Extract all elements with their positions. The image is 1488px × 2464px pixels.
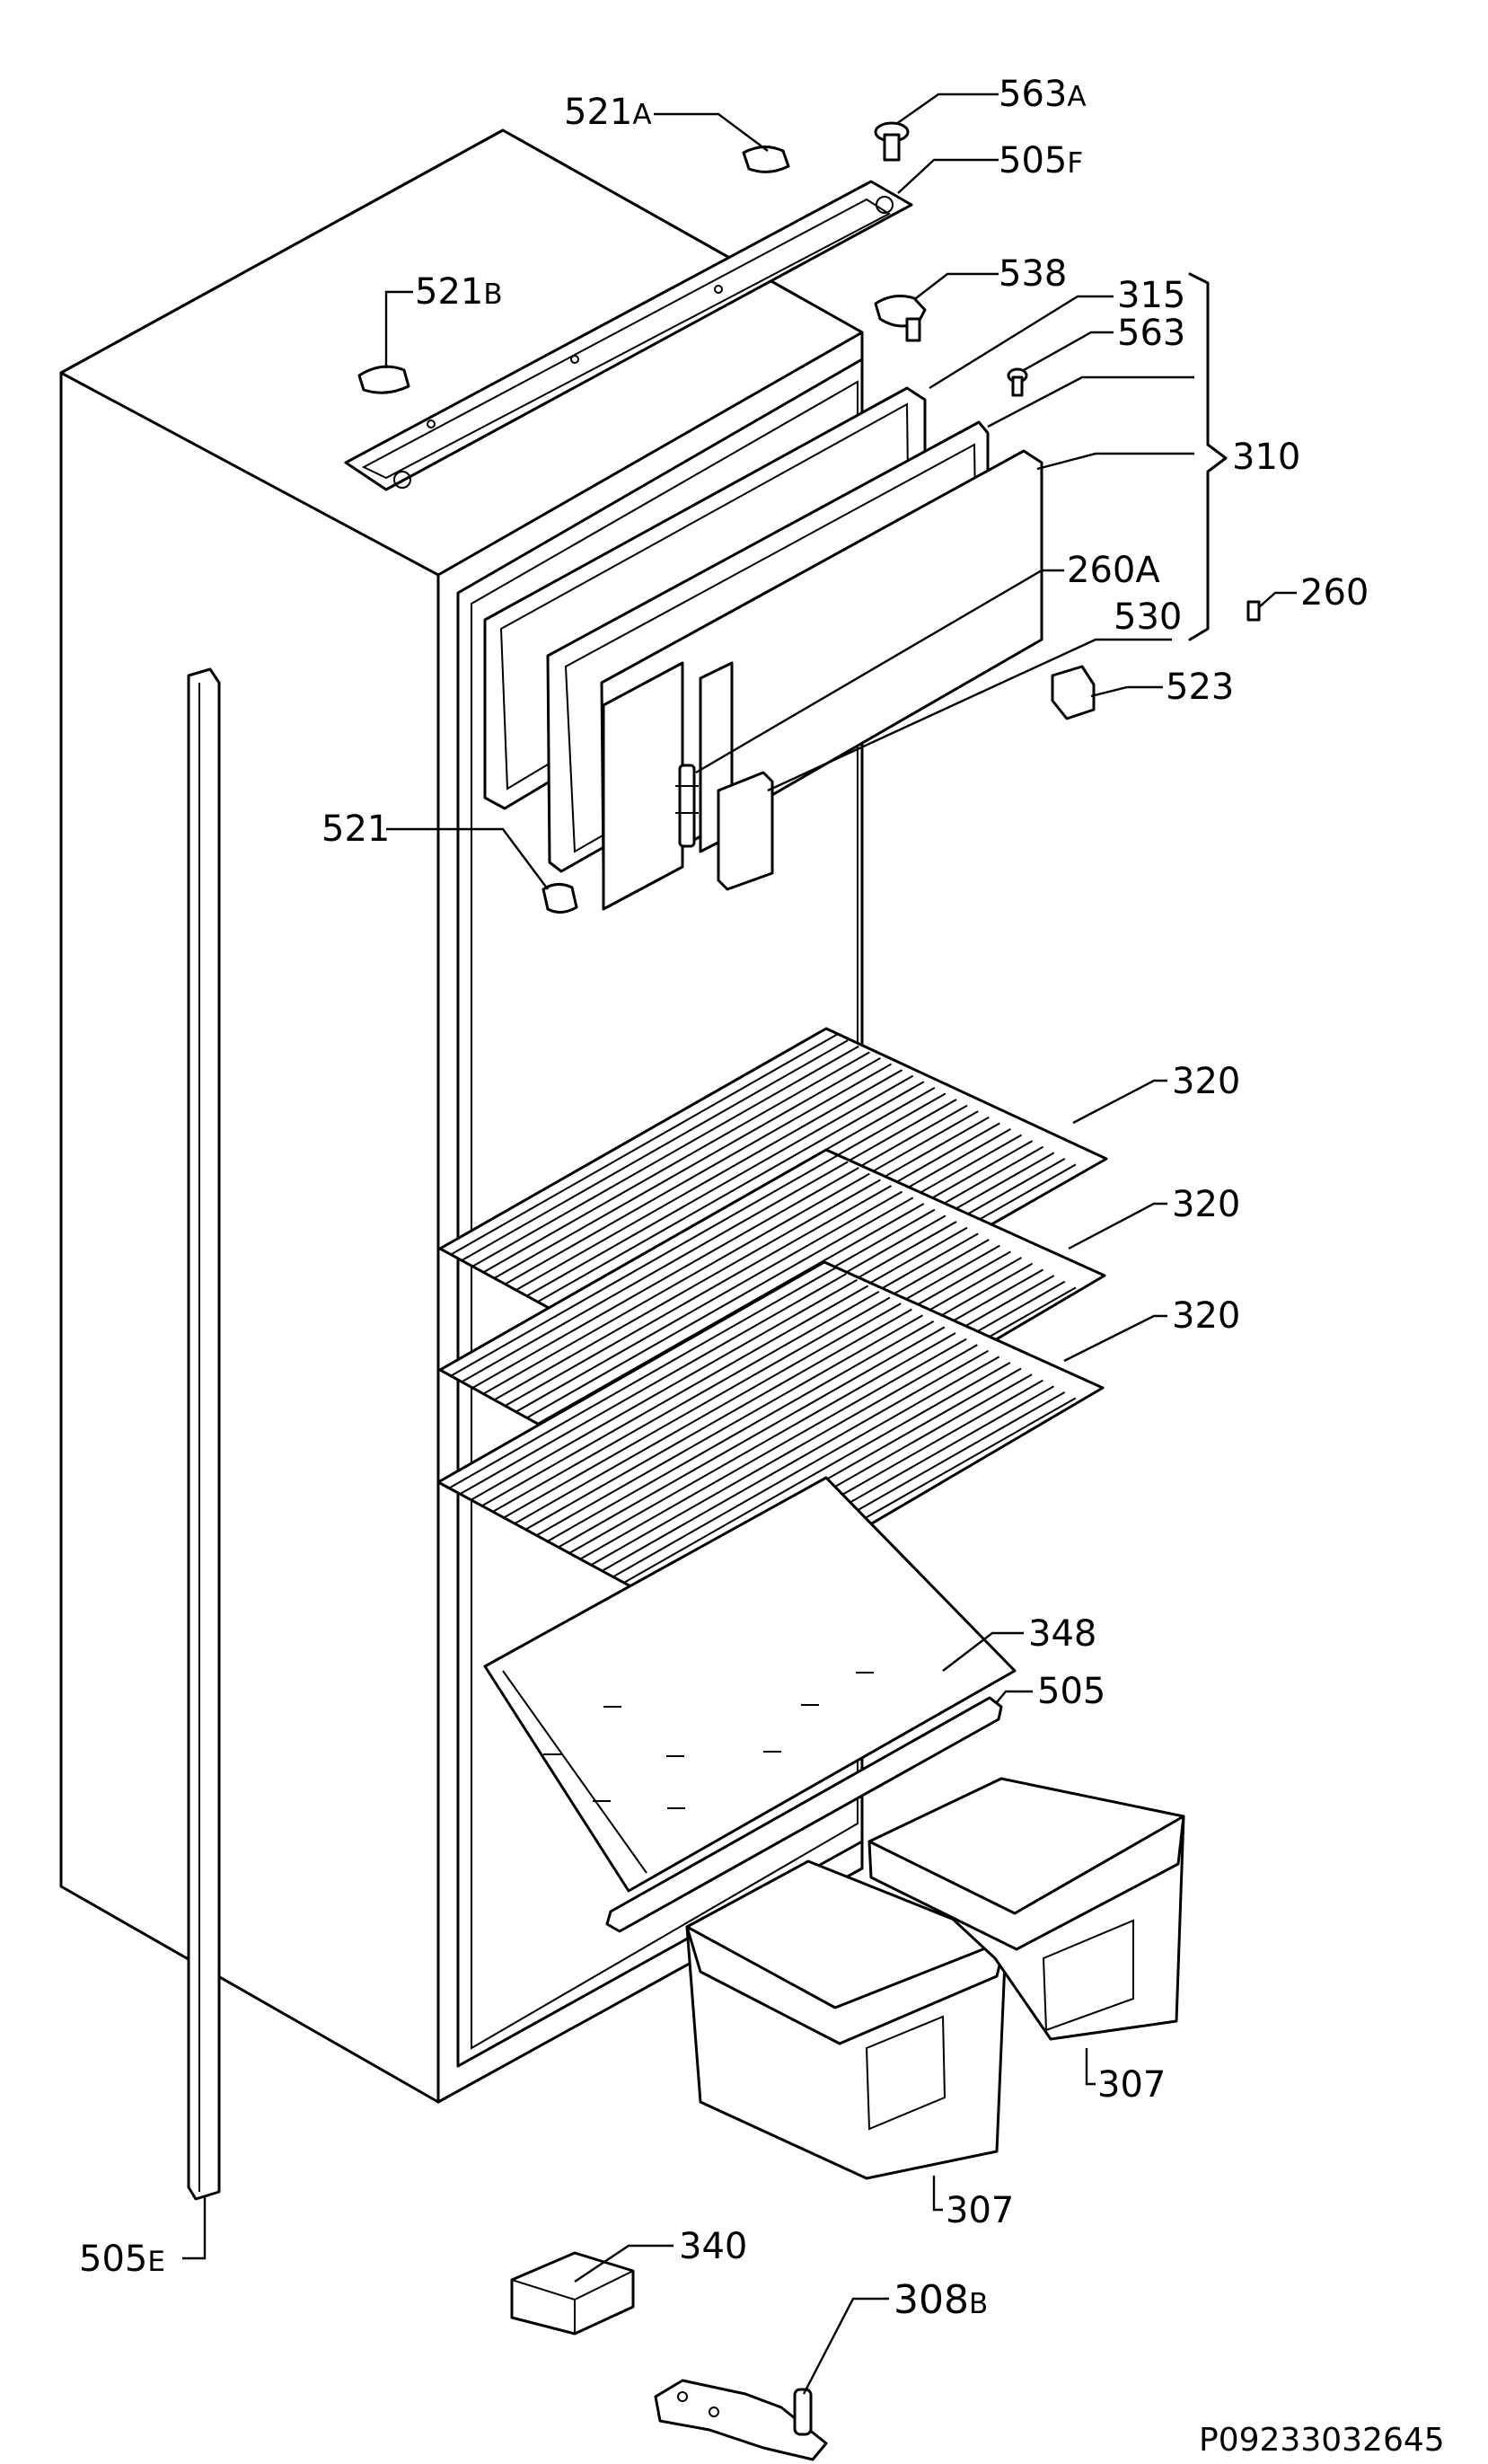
callout-307-1: 307 bbox=[946, 2190, 1014, 2231]
shelf-wire bbox=[623, 1362, 1011, 1584]
shelf-wire bbox=[471, 1167, 859, 1389]
shelf-wire bbox=[537, 1203, 925, 1425]
shelf-wire bbox=[602, 1349, 989, 1572]
callout-310: 310 bbox=[1232, 437, 1300, 478]
shelf-wire bbox=[461, 1039, 849, 1262]
shelf-wire bbox=[558, 1326, 946, 1549]
callout-320-3: 320 bbox=[1172, 1295, 1240, 1337]
plug-521 bbox=[541, 883, 578, 914]
callout-labels: 521A 563A 505F 521B 538 315 563 310 260 … bbox=[79, 74, 1445, 2459]
shelf-wire bbox=[524, 1308, 912, 1531]
shelf-wire bbox=[568, 1332, 956, 1554]
callout-563a: 563A bbox=[999, 74, 1087, 115]
shelf-wire bbox=[493, 1057, 881, 1279]
callout-315: 315 bbox=[1117, 275, 1185, 316]
flap-cover-530 bbox=[717, 771, 774, 891]
cap-521b bbox=[357, 365, 410, 394]
clip-260 bbox=[1246, 600, 1261, 622]
shelf-wire bbox=[481, 1285, 869, 1507]
crisper-drawer-307-1 bbox=[685, 1859, 1008, 2180]
glass-shelf-trim-505 bbox=[605, 1696, 1003, 1933]
callout-563: 563 bbox=[1117, 313, 1185, 354]
shelf-wire bbox=[515, 1069, 903, 1291]
callout-521: 521 bbox=[321, 808, 390, 850]
shelf-wire bbox=[492, 1291, 880, 1513]
shelf-wire bbox=[461, 1161, 849, 1383]
shelf-wire bbox=[482, 1051, 870, 1274]
shelf-wire bbox=[450, 1033, 838, 1256]
cap-521a bbox=[742, 146, 790, 173]
shelf-wire bbox=[448, 1267, 836, 1489]
shelf-wire bbox=[514, 1303, 902, 1524]
shelf-wire bbox=[505, 1185, 892, 1407]
hinge-260a bbox=[675, 764, 699, 848]
hinge-308b bbox=[654, 2379, 828, 2461]
shelf-wire bbox=[503, 1296, 891, 1519]
lamp-holder-523 bbox=[1051, 665, 1096, 720]
callout-348: 348 bbox=[1028, 1613, 1096, 1655]
shelf-wire bbox=[482, 1172, 870, 1395]
shelf-wire bbox=[579, 1338, 967, 1560]
shelf-wire bbox=[471, 1278, 858, 1501]
callout-308b: 308B bbox=[894, 2277, 988, 2323]
shelf-wire bbox=[505, 1063, 892, 1285]
glass-shelf-348 bbox=[483, 1476, 1017, 1893]
callout-505e: 505E bbox=[79, 2239, 165, 2280]
bracket-538 bbox=[874, 295, 927, 342]
callout-505: 505 bbox=[1037, 1671, 1105, 1712]
callout-320-1: 320 bbox=[1172, 1061, 1240, 1102]
callout-320-2: 320 bbox=[1172, 1184, 1240, 1225]
top-cover-strip-505f bbox=[344, 180, 913, 491]
shelf-wire bbox=[515, 1190, 903, 1413]
crisper-drawer-307-2 bbox=[867, 1777, 1185, 2041]
callout-340: 340 bbox=[679, 2226, 747, 2267]
shelf-wire bbox=[536, 1314, 923, 1537]
screw-563 bbox=[1007, 367, 1028, 397]
drawing-code: P09233032645 bbox=[1199, 2422, 1445, 2459]
ice-box-340 bbox=[510, 2251, 635, 2336]
screw-563a bbox=[874, 121, 910, 162]
callout-505f: 505F bbox=[999, 140, 1083, 181]
callout-307-2: 307 bbox=[1097, 2064, 1166, 2106]
callout-521b: 521B bbox=[415, 271, 503, 313]
shelf-wire bbox=[612, 1356, 1000, 1578]
leader-lines bbox=[182, 93, 1297, 2395]
shelf-wire bbox=[526, 1197, 914, 1419]
shelf-wire bbox=[471, 1045, 859, 1267]
assembly-bracket-310 bbox=[1188, 272, 1228, 641]
callout-523: 523 bbox=[1166, 667, 1234, 708]
callout-260: 260 bbox=[1300, 572, 1369, 614]
shelf-wire bbox=[590, 1344, 978, 1567]
callout-260a: 260A bbox=[1067, 550, 1160, 591]
shelf-wire bbox=[493, 1179, 881, 1401]
shelf-wire bbox=[459, 1273, 847, 1496]
callout-521a: 521A bbox=[564, 92, 652, 133]
shelf-wire bbox=[450, 1154, 838, 1377]
callout-530: 530 bbox=[1114, 596, 1182, 638]
shelf-wire bbox=[526, 1074, 914, 1297]
shelf-wire bbox=[537, 1081, 925, 1303]
shelf-wire bbox=[547, 1320, 935, 1542]
door-seal-505e bbox=[187, 667, 221, 2201]
callout-538: 538 bbox=[999, 253, 1067, 295]
